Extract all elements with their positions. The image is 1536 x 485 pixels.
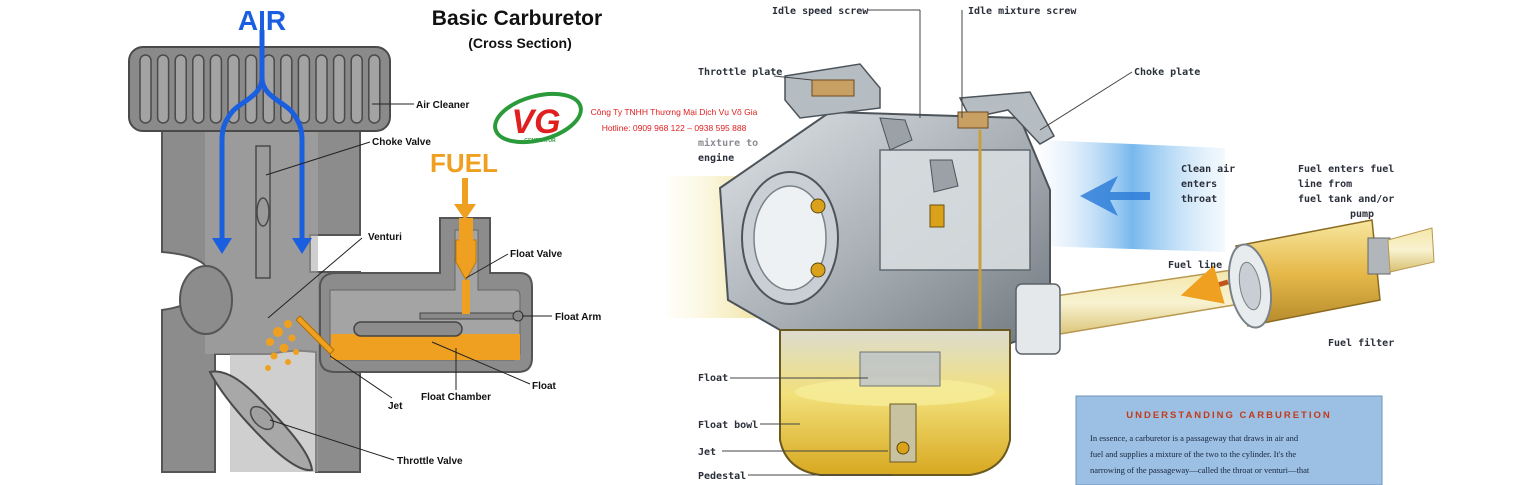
fuel-label: FUEL (430, 148, 498, 178)
label-float-chamber: Float Chamber (421, 392, 491, 403)
fuel-droplet (266, 338, 274, 346)
air-cleaner-slot (139, 54, 152, 124)
label-fuel-line: Fuel line (1168, 259, 1222, 271)
label-float: Float (532, 381, 557, 392)
info-box-heading: UNDERSTANDING CARBURETION (1126, 410, 1332, 421)
air-cleaner-slot (332, 54, 346, 124)
air-arrow-head-left (212, 238, 232, 254)
air-cleaner-slot (209, 54, 223, 124)
label-clean-air-3: throat (1181, 194, 1217, 205)
air-arrow-head-right (292, 238, 312, 254)
fuel-line-arrow (1180, 265, 1229, 304)
fuel-droplet (293, 349, 299, 355)
fuel-droplet (285, 359, 291, 365)
label-choke-valve: Choke Valve (372, 137, 431, 148)
label-idle-mixture-screw: Idle mixture screw (968, 5, 1077, 17)
fuel-droplets (265, 320, 299, 371)
air-cleaner-slot (315, 54, 328, 124)
label-float: Float (698, 373, 728, 384)
company-hotline: Hotline: 0909 968 122 – 0938 595 888 (602, 123, 747, 133)
logo-letters: VG (511, 103, 560, 141)
company-watermark: VG GENERATOR Công Ty TNHH Thương Mại Dịc… (493, 91, 758, 145)
throttle-hinge (249, 405, 275, 431)
info-box-line-2: fuel and supplies a mixture of the two t… (1090, 449, 1296, 459)
float-valve-stem (462, 280, 470, 314)
label-venturi: Venturi (368, 232, 402, 243)
company-name: Công Ty TNHH Thương Mại Dịch Vụ Võ Gia (591, 107, 758, 117)
left-diagram: AIR FUEL Basic Carburetor (Cross Section… (128, 5, 602, 473)
fuel-arrow-head (454, 204, 476, 220)
label-throttle-valve: Throttle Valve (397, 456, 463, 467)
label-fuel-filter: Fuel filter (1328, 337, 1394, 349)
float-bowl (779, 329, 1011, 476)
venturi-bulge (179, 265, 233, 335)
label-jet: Jet (388, 401, 403, 412)
fuel-droplet (273, 327, 283, 337)
fuel-inlet-column (459, 218, 473, 242)
right-callout-lines (722, 9, 1133, 476)
info-box: UNDERSTANDING CARBURETION In essence, a … (1075, 395, 1383, 485)
air-cleaner-slot (297, 54, 311, 124)
page-title: Basic Carburetor (432, 7, 602, 30)
label-throttle-plate: Throttle plate (698, 67, 782, 78)
label-choke-plate: Choke plate (1134, 67, 1200, 78)
fuel-droplet (270, 352, 278, 360)
air-cleaner-slot (174, 54, 187, 124)
fuel-jet (295, 315, 335, 355)
label-idle-speed-screw: Idle speed screw (772, 6, 869, 17)
air-cleaner-slot (156, 54, 170, 124)
fuel-droplet (279, 343, 289, 353)
label-fuel-enters-1: Fuel enters fuel (1298, 164, 1394, 175)
logo-sub: GENERATOR (524, 138, 556, 144)
fuel-line (1027, 267, 1253, 339)
left-callout-lines (265, 103, 552, 461)
choke-valve-hinge (256, 197, 270, 227)
air-cleaner-slot (368, 54, 381, 124)
air-flow-arrows (219, 30, 305, 244)
air-cleaner-slot (350, 54, 363, 124)
label-float-valve: Float Valve (510, 249, 563, 260)
page-subtitle: (Cross Section) (468, 35, 571, 51)
fuel-level (331, 334, 520, 360)
fuel-arrow-shaft (462, 178, 468, 206)
air-cleaner-slots (139, 54, 381, 124)
float-arm-pivot (512, 310, 524, 322)
label-to-engine-1: mixture to (698, 137, 758, 149)
label-fuel-enters-2: line from (1298, 178, 1352, 190)
carburetor-3d-body (718, 63, 1061, 361)
label-float-bowl: Float bowl (698, 420, 758, 431)
label-clean-air-1: Clean air (1181, 163, 1235, 175)
air-direction-arrow (1080, 176, 1150, 216)
label-air-cleaner: Air Cleaner (416, 100, 469, 111)
float (353, 321, 463, 337)
fuel-droplet (284, 320, 292, 328)
info-box-line-1: In essence, a carburetor is a passageway… (1090, 433, 1299, 443)
label-fuel-enters-3: fuel tank and/or (1298, 194, 1394, 205)
label-clean-air-2: enters (1181, 179, 1217, 190)
label-fuel-enters-4: pump (1350, 209, 1374, 220)
air-cleaner-slot (244, 54, 258, 124)
fuel-droplet (288, 334, 296, 342)
label-to-engine-2: engine (698, 152, 734, 164)
right-diagram: UNDERSTANDING CARBURETION In essence, a … (668, 5, 1435, 485)
air-cleaner-slot (192, 54, 205, 124)
air-label: AIR (238, 5, 286, 36)
label-pedestal: Pedestal (698, 471, 746, 482)
fuel-filter (1227, 219, 1435, 329)
fuel-droplet (265, 365, 271, 371)
info-box-line-3: narrowing of the passageway—called the t… (1090, 465, 1310, 475)
label-jet: Jet (698, 447, 716, 458)
label-float-arm: Float Arm (555, 312, 601, 323)
logo-swoosh (493, 91, 583, 145)
